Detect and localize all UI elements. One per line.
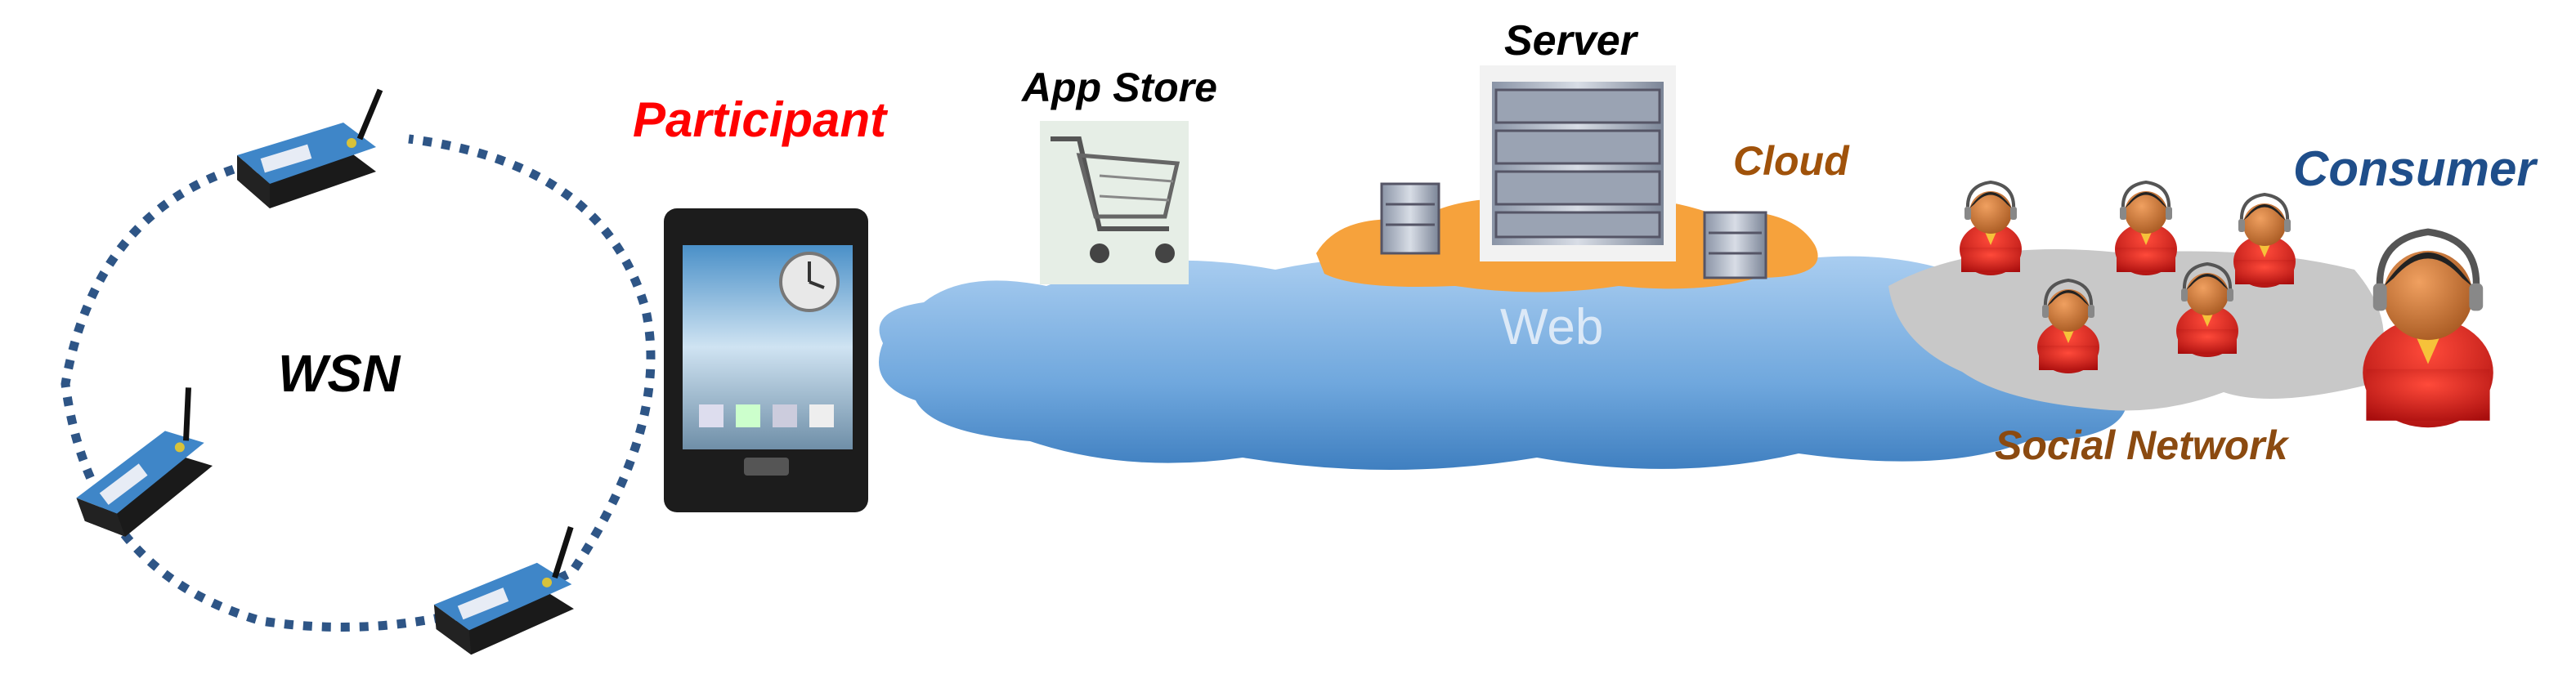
social-network-area [1888, 249, 2384, 411]
web-label: Web [1500, 299, 1604, 355]
shopping-cart-icon [1040, 121, 1189, 284]
person-headset-icon [2232, 193, 2297, 289]
participant-label: Participant [633, 92, 887, 147]
smartphone-icon [664, 208, 868, 512]
wsn-network-ring [60, 134, 656, 632]
server-rack-icon [1703, 211, 1767, 279]
sensor-node-icon [237, 90, 380, 208]
cloud-label: Cloud [1733, 138, 1849, 184]
person-headset-icon [1958, 181, 2023, 277]
social-network-label: Social Network [1995, 422, 2288, 468]
server-rack-icon [1480, 65, 1676, 261]
server-label: Server [1504, 17, 1637, 65]
sensor-node-icon [54, 387, 229, 547]
consumer-label: Consumer [2293, 141, 2536, 196]
app-store-label: App Store [1022, 65, 1217, 110]
web-cloud [879, 256, 2163, 470]
wsn-label: WSN [278, 344, 401, 403]
sensor-node-icon [428, 527, 581, 658]
server-rack-icon [1380, 182, 1440, 255]
person-headset-icon [2113, 181, 2179, 277]
